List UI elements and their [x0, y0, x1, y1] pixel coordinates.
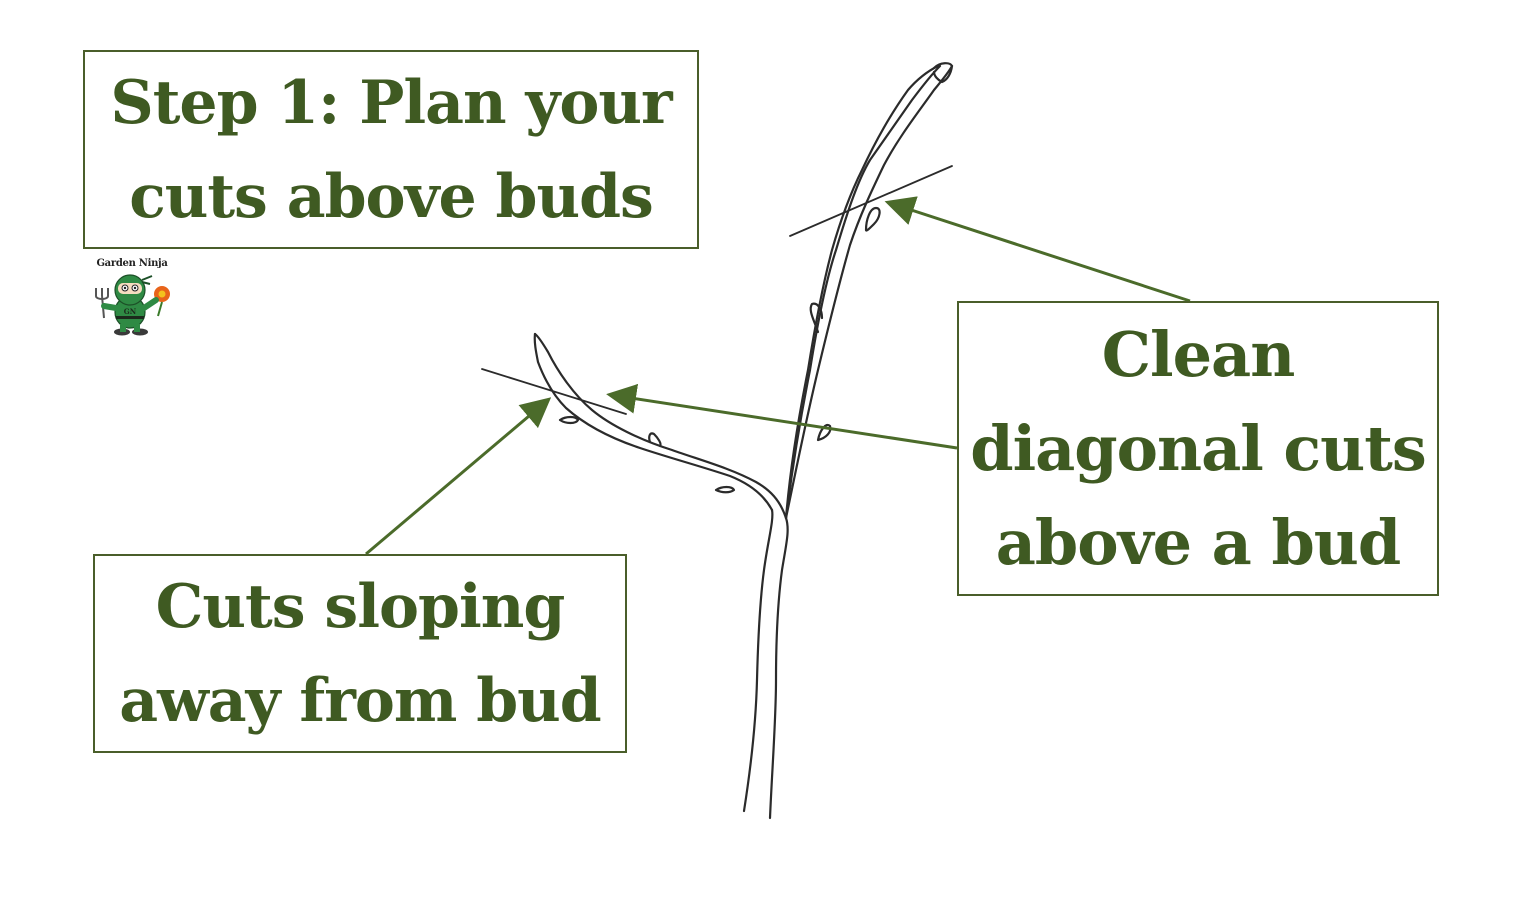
garden-ninja-logo: Garden Ninja [90, 258, 174, 346]
title-line-1: Step 1: Plan your [110, 67, 672, 138]
logo-badge-text: GN [124, 307, 137, 316]
bud-lower [816, 423, 832, 442]
side-bud-2 [648, 432, 662, 448]
callout-cuts-sloping: Cuts sloping away from bud [93, 554, 627, 753]
callout-slope-line-2: away from bud [119, 665, 602, 736]
cut-line-upper [789, 165, 953, 237]
upper-stem-left-edge [784, 64, 940, 520]
callout-clean-diagonal-cuts: Clean diagonal cuts above a bud [957, 301, 1439, 596]
bud-upper [864, 206, 881, 232]
arrow-to-upper-cut [884, 196, 1191, 303]
side-branch-lower-edge [533, 332, 774, 512]
cut-line-side [481, 368, 627, 415]
main-stem-right-edge [768, 64, 942, 820]
callout-clean-line-1: Clean [1101, 317, 1296, 391]
side-bud-1 [558, 415, 580, 425]
side-bud-3 [714, 485, 736, 494]
stem-tip [932, 62, 954, 84]
logo-brand-name: Garden Ninja [96, 258, 168, 269]
callout-clean-line-2: diagonal cuts [970, 411, 1427, 485]
side-branch-upper-edge [533, 332, 788, 520]
ninja-mascot-icon: GN [95, 274, 170, 336]
callout-slope-line-1: Cuts sloping [155, 571, 566, 642]
main-stem-left-edge [742, 508, 774, 813]
garden-fork-icon [95, 288, 109, 319]
arrow-to-sloping-cut [365, 397, 552, 556]
arrow-to-side-cut [606, 383, 958, 450]
bud-middle [809, 302, 824, 334]
title-line-2: cuts above buds [129, 161, 654, 232]
title-box: Step 1: Plan your cuts above buds [83, 50, 699, 249]
callout-clean-line-3: above a bud [995, 505, 1401, 579]
